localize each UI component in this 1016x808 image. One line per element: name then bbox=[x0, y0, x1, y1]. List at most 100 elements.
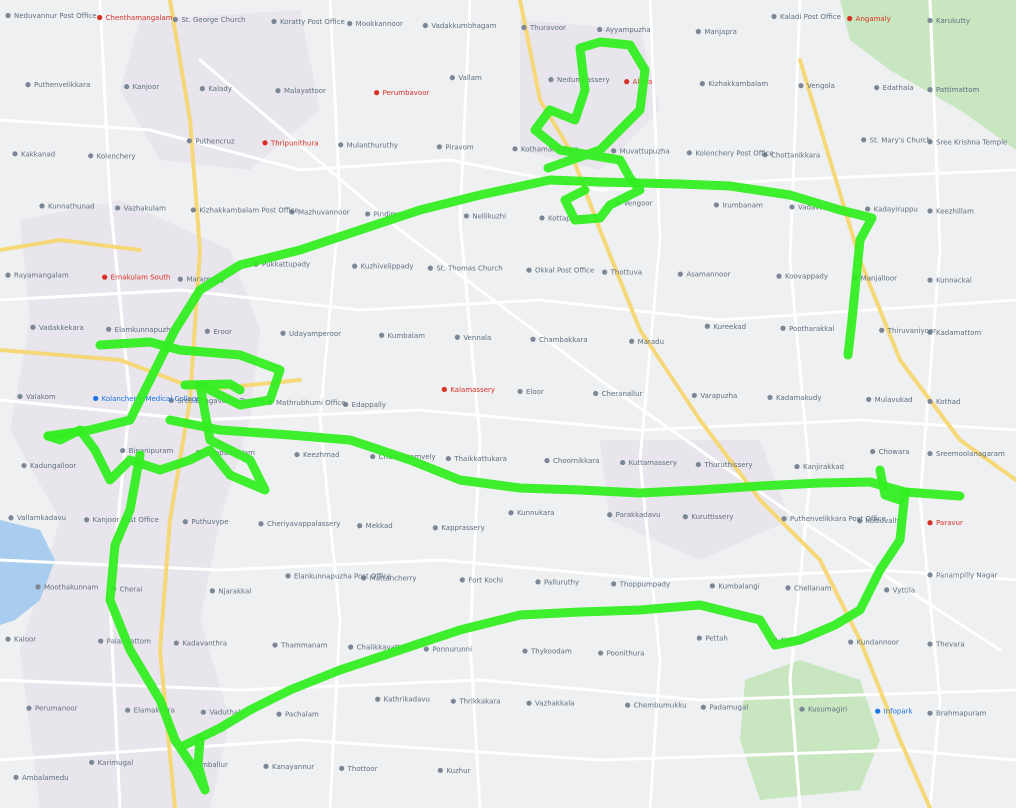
place-label: Palluruthy bbox=[544, 578, 579, 586]
place-label: Muvattupuzha bbox=[620, 147, 670, 155]
poi-marker-icon bbox=[357, 523, 363, 529]
minor-road-4 bbox=[0, 678, 1016, 702]
poi-marker-icon bbox=[459, 577, 465, 583]
poi-marker-icon bbox=[89, 759, 95, 765]
place-label: Parakkadavu bbox=[616, 511, 661, 519]
poi-marker-icon bbox=[762, 152, 768, 158]
place-label: Puthuvype bbox=[191, 518, 228, 526]
poi-marker-icon bbox=[120, 447, 126, 454]
place-label: Kalady bbox=[208, 85, 232, 93]
place-label: Varapuzha bbox=[700, 392, 737, 400]
place-label: Mathrubhumi Office bbox=[276, 399, 346, 407]
poi-marker-icon bbox=[200, 709, 206, 715]
place-label: Puthenvelikkara Post Office bbox=[790, 515, 886, 523]
place-label: Mattancherry bbox=[370, 574, 417, 582]
place-label: Kadamattom bbox=[936, 329, 981, 337]
poi-marker-icon bbox=[696, 635, 702, 641]
place-label: Kothamangalam bbox=[521, 145, 579, 153]
poi-marker-icon bbox=[88, 153, 94, 159]
poi-marker-icon bbox=[5, 636, 11, 642]
poi-marker-icon bbox=[522, 648, 528, 654]
place-label: Okkal Post Office bbox=[535, 267, 594, 275]
poi-marker-icon bbox=[97, 14, 103, 21]
poi-marker-icon bbox=[30, 324, 36, 330]
place-label: Chalikkavattom bbox=[357, 644, 412, 652]
place-label: Chowara bbox=[879, 448, 910, 456]
place-label: Keezhillam bbox=[936, 207, 974, 215]
poi-marker-icon bbox=[204, 328, 210, 334]
place-label: Valakom bbox=[26, 393, 56, 401]
place-label: Mulavukad bbox=[875, 396, 913, 404]
poi-marker-icon bbox=[177, 276, 183, 282]
poi-marker-icon bbox=[691, 392, 697, 399]
place-label: Panampilly Nagar bbox=[936, 571, 998, 579]
place-label: Thottoor bbox=[347, 765, 378, 773]
place-label: Kolancherry Medical College bbox=[102, 395, 201, 403]
poi-marker-icon bbox=[427, 265, 433, 271]
poi-marker-icon bbox=[695, 461, 701, 468]
place-label: Ernakulam South bbox=[111, 274, 171, 282]
place-label: Kakkanad bbox=[21, 150, 55, 158]
poi-marker-icon bbox=[704, 323, 710, 329]
place-label: Elamkunnapuzha bbox=[115, 326, 175, 334]
place-label: Kumbalangi bbox=[718, 582, 759, 590]
minor-road-1 bbox=[0, 288, 1016, 322]
poi-marker-icon bbox=[365, 211, 371, 217]
poi-marker-icon bbox=[927, 398, 933, 405]
poi-marker-icon bbox=[927, 139, 933, 145]
poi-marker-icon bbox=[25, 82, 31, 88]
route-segment-7 bbox=[875, 465, 905, 505]
place-label: Vadakkumbhagam bbox=[431, 22, 496, 30]
poi-marker-icon bbox=[343, 401, 349, 408]
poi-marker-icon bbox=[172, 16, 178, 23]
major-road-3 bbox=[0, 348, 302, 392]
poi-marker-icon bbox=[544, 457, 550, 464]
place-label: Ponnurunni bbox=[432, 646, 472, 654]
place-label: St. Thomas Church bbox=[436, 265, 502, 273]
place-label: Njarakkal bbox=[218, 587, 251, 595]
poi-marker-icon bbox=[927, 572, 933, 578]
place-label: Kundannoor bbox=[857, 639, 899, 647]
place-label: Piravom bbox=[445, 143, 474, 151]
place-label: Chenthamangalam bbox=[106, 14, 173, 22]
poi-marker-icon bbox=[275, 88, 281, 94]
major-road-2 bbox=[798, 58, 1016, 482]
poi-marker-icon bbox=[8, 515, 14, 521]
place-label: Brahmapuram bbox=[936, 710, 987, 718]
poi-marker-icon bbox=[870, 448, 876, 455]
place-label: Asamannoor bbox=[686, 271, 730, 279]
poi-marker-icon bbox=[526, 267, 532, 273]
place-label: Sreemoolanagaram bbox=[936, 450, 1005, 458]
place-label: Pattimattom bbox=[936, 86, 980, 94]
place-label: Edappally bbox=[352, 401, 386, 409]
poi-marker-icon bbox=[794, 463, 800, 470]
route-segment-3 bbox=[43, 337, 285, 495]
place-label: Kolenchery Post Office bbox=[695, 149, 773, 157]
route-segment-5 bbox=[180, 379, 245, 395]
place-label: Vallam bbox=[458, 74, 482, 82]
place-label: Eroor bbox=[213, 328, 232, 336]
poi-marker-icon bbox=[445, 455, 451, 462]
poi-marker-icon bbox=[865, 206, 871, 212]
poi-marker-icon bbox=[884, 587, 890, 593]
place-label: Kusumagiri bbox=[808, 706, 847, 714]
place-label: Thripunithura bbox=[270, 139, 319, 147]
poi-marker-icon bbox=[209, 588, 215, 594]
place-label: Thykoodam bbox=[530, 648, 572, 656]
poi-marker-icon bbox=[338, 142, 344, 148]
minor-road-6 bbox=[318, 0, 342, 808]
place-label: Kottappady bbox=[548, 214, 588, 222]
poi-marker-icon bbox=[517, 388, 523, 395]
place-label: Vengoor bbox=[624, 199, 653, 207]
poi-marker-icon bbox=[423, 646, 429, 652]
place-label: Kanayannur bbox=[272, 763, 314, 771]
minor-road-10 bbox=[918, 0, 942, 808]
place-label: Elamakkara bbox=[134, 707, 175, 715]
place-label: Chellanam bbox=[794, 584, 832, 592]
place-label: Koratty Post Office bbox=[280, 18, 345, 26]
poi-marker-icon bbox=[593, 390, 599, 397]
place-label: Mulanthuruthy bbox=[347, 141, 398, 149]
